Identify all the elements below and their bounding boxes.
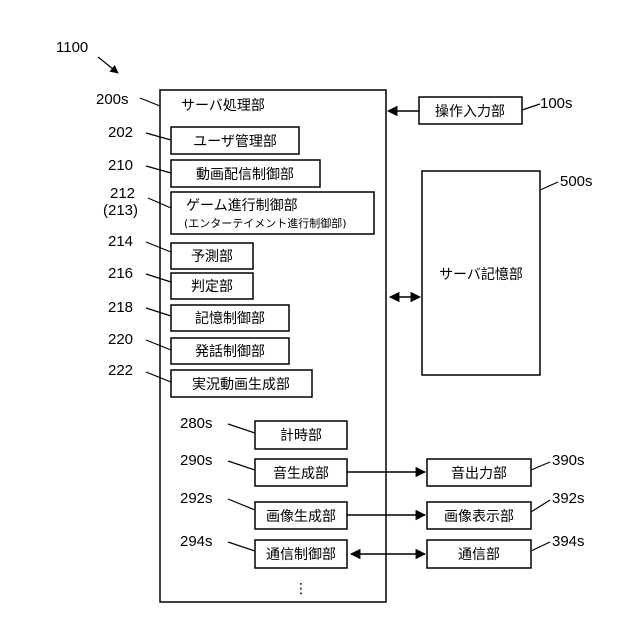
image-gen-label: 画像生成部	[266, 509, 336, 525]
communication-leader	[531, 542, 550, 551]
figure-ref: 1100	[56, 39, 88, 56]
game-progress-label: ゲーム進行制御部	[186, 198, 298, 214]
sound-gen-ref: 290s	[180, 452, 213, 469]
server-processing-ref: 200s	[96, 91, 129, 108]
speech-ctrl-label: 発話制御部	[195, 343, 265, 360]
server-processing-leader	[140, 98, 160, 106]
timer-label: 計時部	[280, 428, 322, 444]
server-storage-leader	[540, 182, 558, 190]
prediction-label: 予測部	[191, 249, 233, 265]
operation-input-leader	[522, 104, 540, 110]
server-storage-ref: 500s	[560, 173, 593, 190]
video-delivery-label: 動画配信制御部	[196, 167, 294, 183]
image-gen-ref: 292s	[180, 490, 213, 507]
user-mgmt-ref: 202	[108, 124, 133, 141]
figure-ref-arrow	[98, 57, 118, 73]
comm-ctrl-label: 通信制御部	[266, 547, 336, 563]
user-mgmt-label: ユーザ管理部	[193, 134, 277, 150]
live-video-label: 実況動画生成部	[192, 377, 290, 393]
game-progress-ref2: (213)	[103, 202, 138, 219]
sound-gen-label: 音生成部	[273, 465, 329, 482]
operation-input-ref: 100s	[540, 95, 573, 112]
prediction-ref: 214	[108, 233, 133, 250]
live-video-ref: 222	[108, 362, 133, 379]
image-display-label: 画像表示部	[444, 509, 514, 525]
operation-input-label: 操作入力部	[435, 104, 505, 120]
judgment-label: 判定部	[191, 279, 233, 295]
video-delivery-ref: 210	[108, 157, 133, 174]
game-progress-sublabel: (エンターテイメント進行制御部)	[184, 216, 347, 230]
image-display-leader	[531, 500, 550, 512]
image-display-ref: 392s	[552, 490, 585, 507]
comm-ctrl-ref: 294s	[180, 533, 213, 550]
communication-label: 通信部	[458, 547, 500, 563]
sound-out-label: 音出力部	[451, 465, 507, 482]
judgment-ref: 216	[108, 265, 133, 282]
server-processing-label: サーバ処理部	[181, 98, 265, 114]
timer-ref: 280s	[180, 415, 213, 432]
sound-out-ref: 390s	[552, 452, 585, 469]
game-progress-ref: 212	[110, 185, 135, 202]
sound-out-leader	[531, 462, 550, 470]
storage-ctrl-label: 記憶制御部	[195, 310, 265, 327]
storage-ctrl-ref: 218	[108, 299, 133, 316]
speech-ctrl-ref: 220	[108, 331, 133, 348]
ellipsis: ⋮	[294, 581, 308, 597]
communication-ref: 394s	[552, 533, 585, 550]
server-storage-label: サーバ記憶部	[439, 266, 523, 283]
